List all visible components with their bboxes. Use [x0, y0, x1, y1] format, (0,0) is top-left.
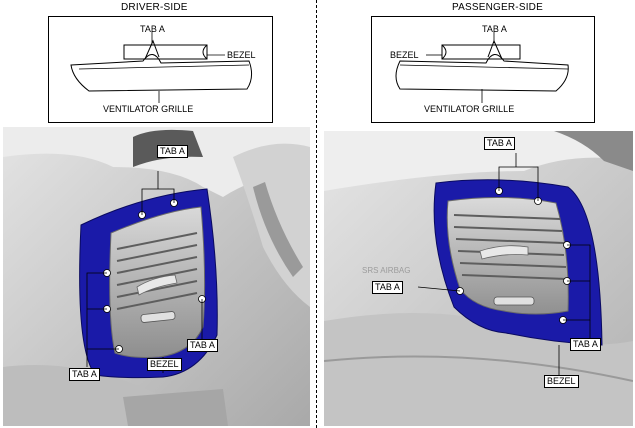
passenger-side-heading: PASSENGER-SIDE — [452, 2, 543, 13]
driver-photo-drawing — [3, 127, 310, 426]
driver-photo-bezel-label: BEZEL — [147, 358, 182, 371]
driver-photo-tab-left-label: TAB A — [69, 368, 100, 381]
airbag-embossing: SRS AIRBAG — [362, 266, 410, 275]
driver-photo-tab-right-label: TAB A — [187, 339, 218, 352]
driver-side-heading: DRIVER-SIDE — [121, 2, 188, 13]
driver-inset-drawing — [70, 31, 253, 103]
passenger-photo-tab-top-label: TAB A — [484, 137, 515, 150]
passenger-inset-bezel-label: BEZEL — [390, 50, 419, 60]
passenger-inset-drawing — [395, 31, 569, 103]
driver-inset-grille-label: VENTILATOR GRILLE — [103, 104, 194, 114]
driver-photo-tab-top-label: TAB A — [157, 145, 188, 158]
driver-inset-bezel-label: BEZEL — [227, 50, 256, 60]
passenger-photo-bezel-label: BEZEL — [544, 375, 579, 388]
passenger-photo-tab-right-label: TAB A — [570, 338, 601, 351]
driver-inset-tab-label: TAB A — [140, 24, 165, 34]
passenger-photo: SRS AIRBAG TAB A TAB A TAB A BEZEL — [324, 131, 633, 426]
center-divider — [316, 0, 317, 428]
passenger-inset-tab-label: TAB A — [482, 24, 507, 34]
passenger-photo-drawing: SRS AIRBAG — [324, 131, 633, 426]
passenger-inset-grille-label: VENTILATOR GRILLE — [424, 104, 515, 114]
driver-inset-box: TAB A BEZEL VENTILATOR GRILLE — [48, 16, 273, 123]
driver-photo: TAB A TAB A TAB A BEZEL — [3, 127, 310, 426]
passenger-photo-tab-left-label: TAB A — [372, 281, 403, 294]
passenger-inset-box: TAB A BEZEL VENTILATOR GRILLE — [371, 16, 595, 123]
